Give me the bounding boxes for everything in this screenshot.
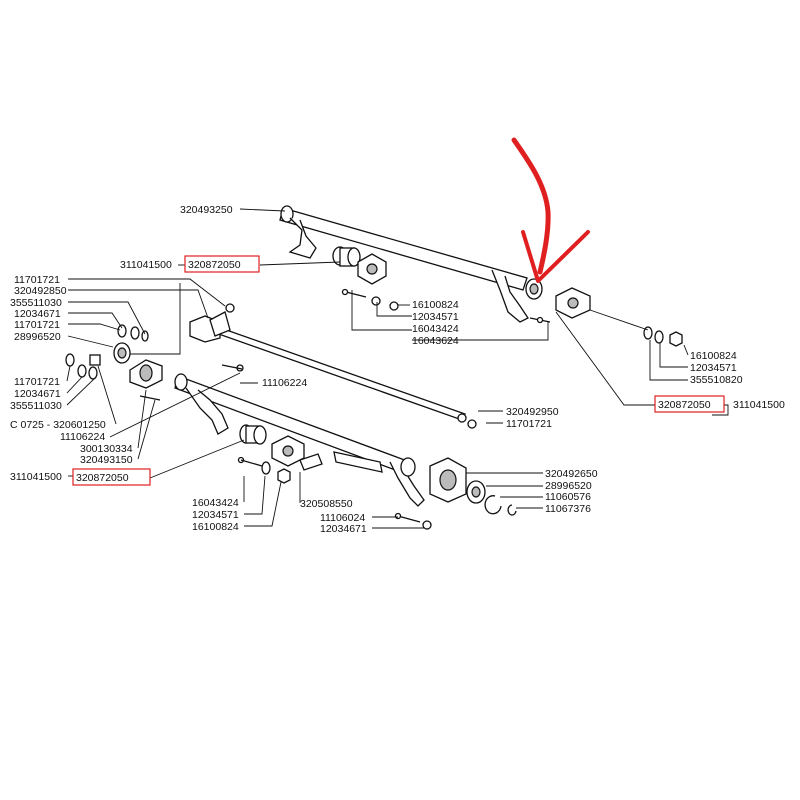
label-300130334: 300130334 bbox=[80, 443, 133, 455]
lower-bracket-320508550 bbox=[299, 451, 383, 473]
lower-shaft bbox=[174, 373, 425, 507]
label-c0725-320601250: C 0725 - 320601250 bbox=[10, 419, 106, 431]
label-355511030-b: 355511030 bbox=[10, 400, 62, 412]
upper-flange-left bbox=[357, 253, 387, 285]
label-320872050-right: 320872050 bbox=[658, 399, 711, 411]
label-355511030-a: 355511030 bbox=[10, 297, 62, 309]
upper-flange-right bbox=[555, 287, 591, 319]
red-pointer-arrow bbox=[511, 137, 590, 283]
upper-bolts bbox=[341, 288, 551, 324]
right-nuts-washers bbox=[643, 326, 683, 347]
label-320492950: 320492950 bbox=[506, 406, 559, 418]
label-355510820: 355510820 bbox=[690, 374, 743, 386]
label-11106024: 11106024 bbox=[320, 512, 365, 524]
label-11701721-a: 11701721 bbox=[14, 274, 60, 286]
label-311041500-lower: 311041500 bbox=[10, 471, 62, 483]
label-320872050-upper: 320872050 bbox=[188, 259, 241, 271]
label-11106224-left: 11106224 bbox=[60, 431, 105, 443]
highlight-box-lower bbox=[72, 468, 151, 486]
label-12034571-right: 12034571 bbox=[690, 362, 737, 374]
label-320493150: 320493150 bbox=[80, 454, 133, 466]
label-12034671-lower: 12034671 bbox=[320, 523, 367, 535]
leader-lines bbox=[66, 208, 729, 529]
label-320872050-lower: 320872050 bbox=[76, 472, 129, 484]
label-320492650: 320492650 bbox=[545, 468, 598, 480]
lower-bushing bbox=[239, 424, 267, 445]
left-bracket bbox=[189, 303, 235, 343]
label-11701721-c: 11701721 bbox=[14, 376, 60, 388]
label-320492850: 320492850 bbox=[14, 285, 67, 297]
label-16043424-upper: 16043424 bbox=[412, 323, 459, 335]
highlight-box-right bbox=[654, 395, 725, 413]
highlight-box-upper bbox=[184, 255, 260, 273]
label-12034571-lower: 12034571 bbox=[192, 509, 239, 521]
label-28996520-right: 28996520 bbox=[545, 480, 592, 492]
label-12034571-upper: 12034571 bbox=[412, 311, 459, 323]
label-311041500-right: 311041500 bbox=[733, 399, 785, 411]
label-320493250: 320493250 bbox=[180, 204, 233, 216]
label-11106224-mid: 11106224 bbox=[262, 377, 307, 389]
label-11067376: 11067376 bbox=[545, 503, 591, 515]
label-16100824-lower: 16100824 bbox=[192, 521, 239, 533]
left-small-parts bbox=[65, 324, 244, 401]
part-labels: 320493250 311041500 320872050 16100824 1… bbox=[10, 204, 785, 535]
label-11701721-b: 11701721 bbox=[14, 319, 60, 331]
label-11701721-right: 11701721 bbox=[506, 418, 552, 430]
label-28996520-left: 28996520 bbox=[14, 331, 61, 343]
lower-bolts bbox=[237, 456, 291, 484]
label-16100824-right: 16100824 bbox=[690, 350, 737, 362]
label-12034671-a: 12034671 bbox=[14, 308, 61, 320]
label-16043624: 16043624 bbox=[412, 335, 459, 347]
label-320508550: 320508550 bbox=[300, 498, 353, 510]
label-311041500-upper: 311041500 bbox=[120, 259, 172, 271]
label-16100824-upper: 16100824 bbox=[412, 299, 459, 311]
lower-flange bbox=[271, 435, 305, 467]
upper-shaft bbox=[279, 205, 543, 323]
label-11060576: 11060576 bbox=[545, 491, 591, 503]
label-12034671-b: 12034671 bbox=[14, 388, 61, 400]
upper-bushing-left bbox=[332, 246, 361, 267]
label-16043424-lower: 16043424 bbox=[192, 497, 239, 509]
